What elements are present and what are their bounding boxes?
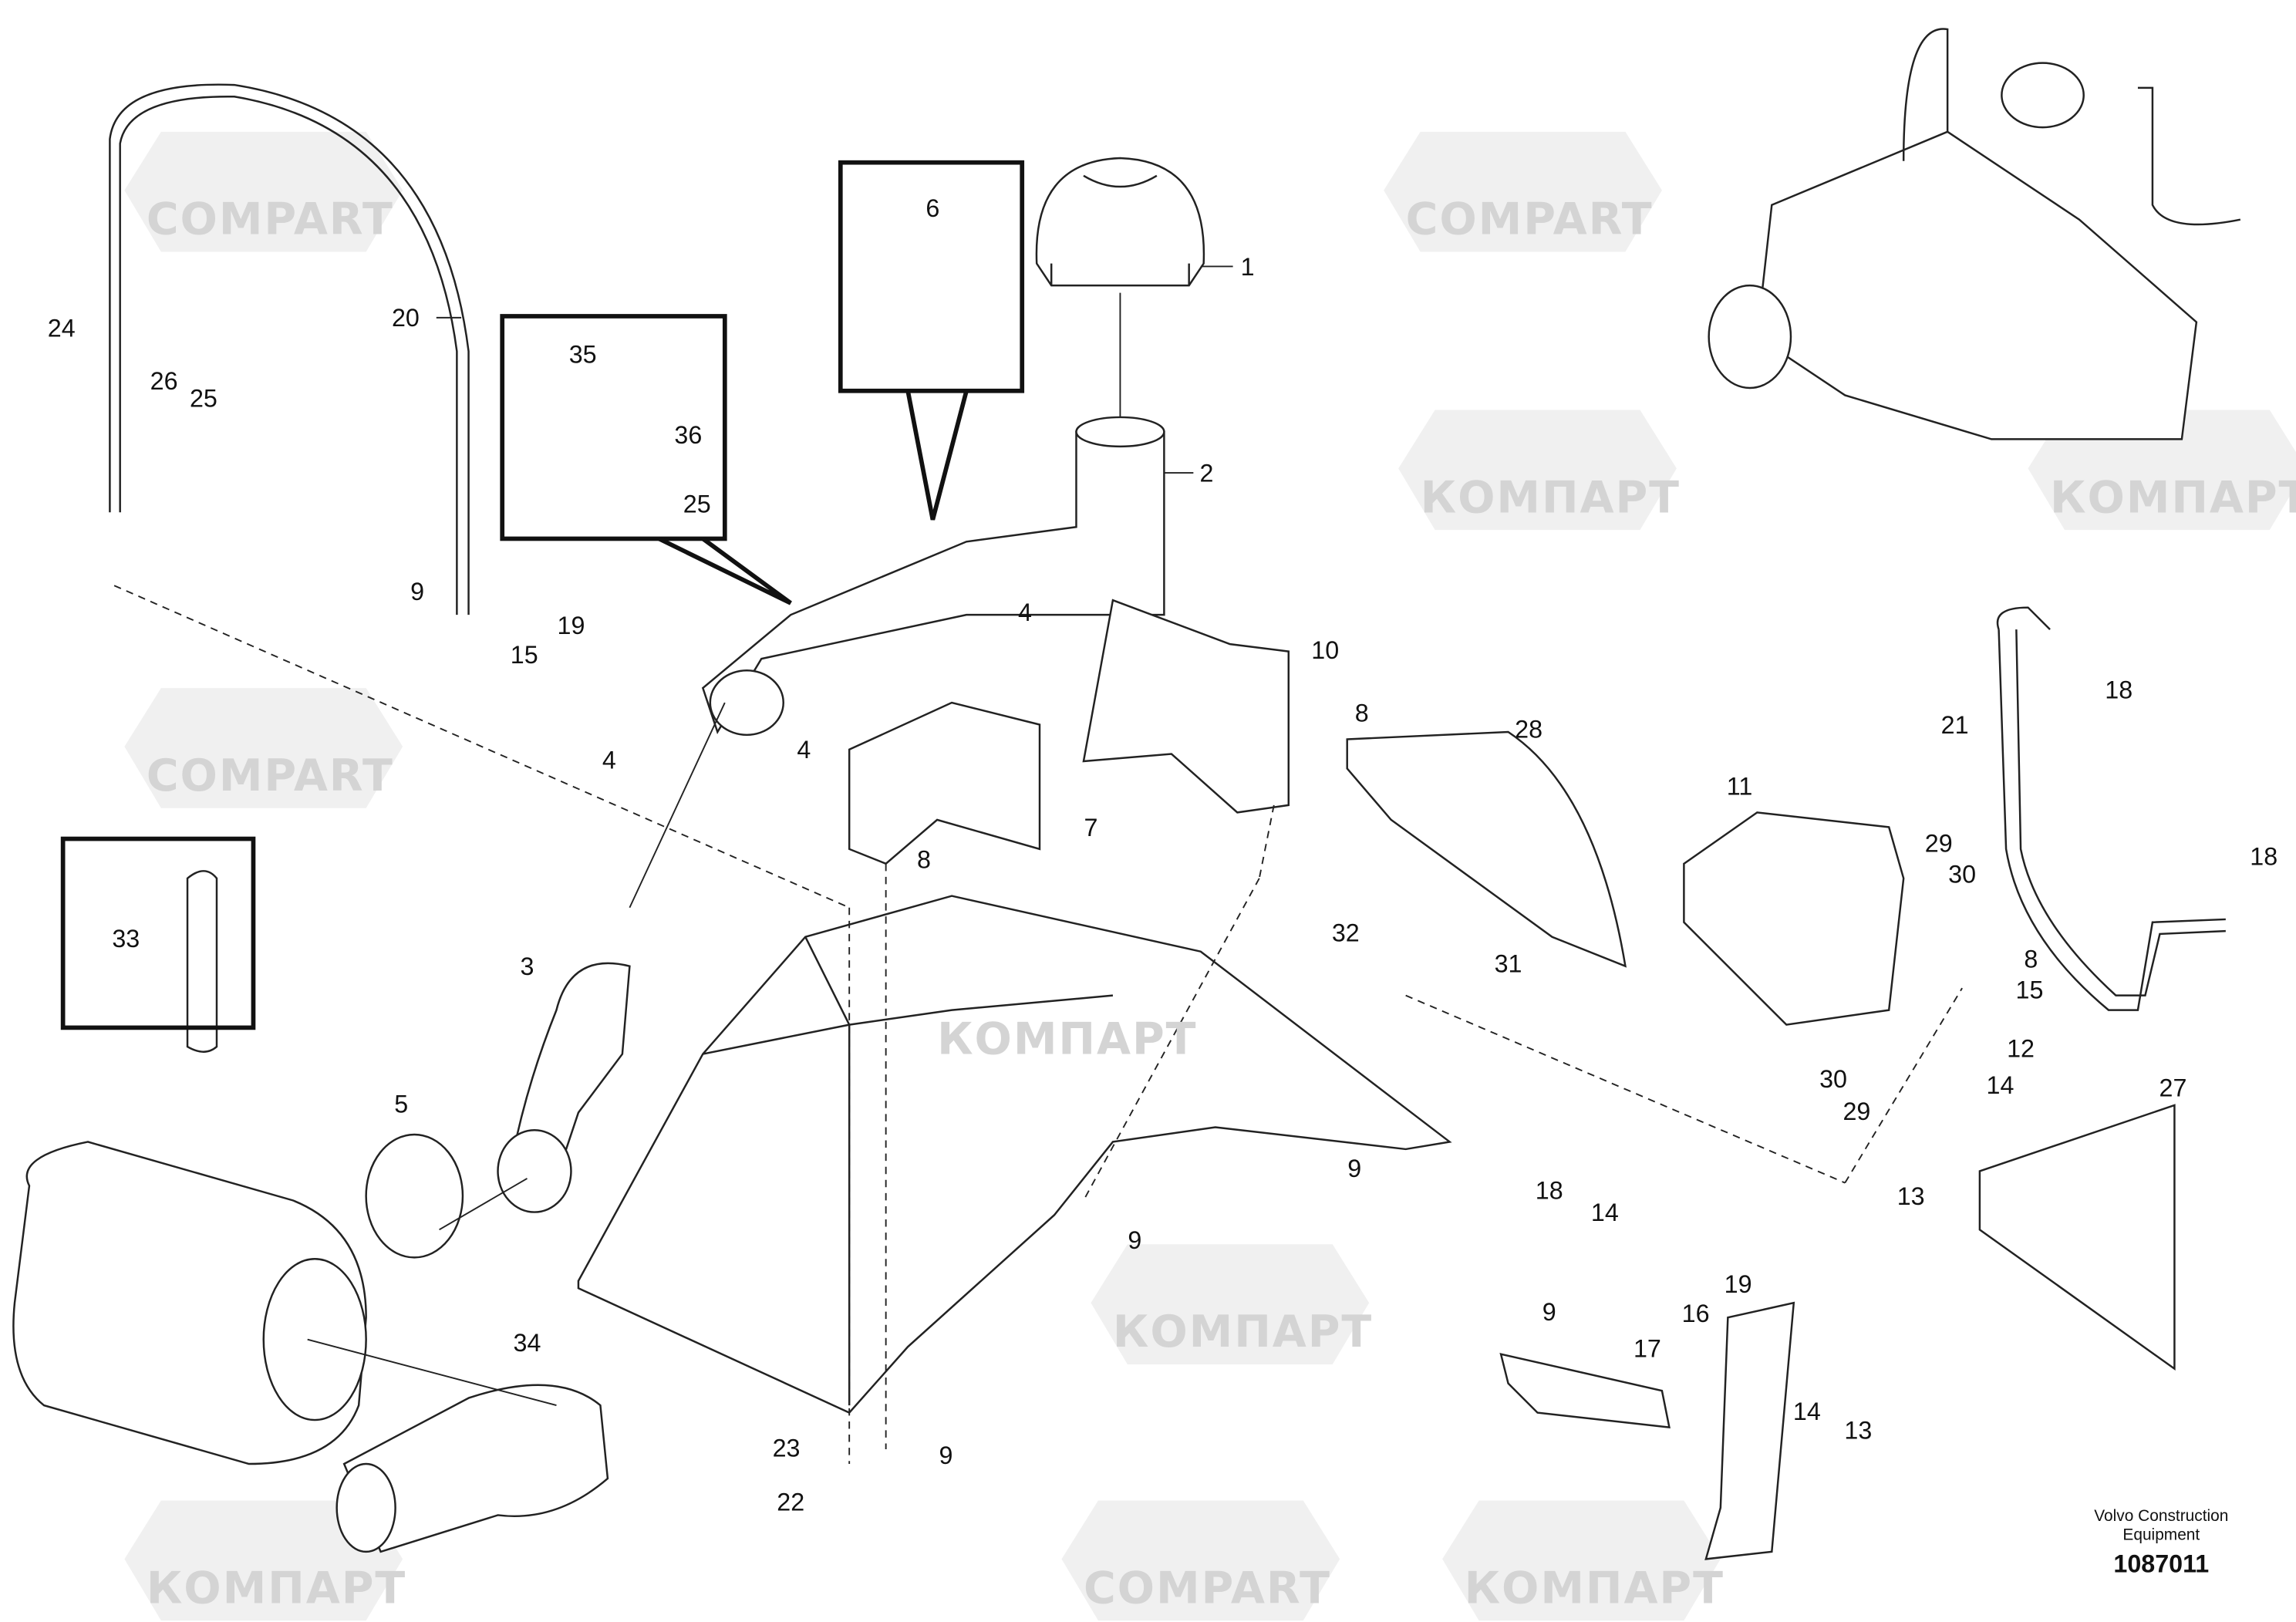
callout-4: 4 [797, 736, 811, 764]
callout-25: 25 [683, 490, 711, 518]
callout-19: 19 [1725, 1270, 1752, 1298]
shield-28 [1346, 730, 1627, 968]
company-name-line2: Equipment [2122, 1526, 2200, 1544]
detail-box-6 [838, 160, 1025, 393]
watermark-layer: COMPART COMPART КОМПАРТ КОМПАРТ COMPART КОМПА… [147, 194, 2296, 1614]
drawing-number: 1087011 [2113, 1549, 2209, 1577]
callout-33: 33 [112, 925, 140, 953]
parts-artwork [12, 28, 2241, 1560]
watermark-text: COMPART [1084, 1563, 1331, 1614]
callout-9: 9 [1542, 1298, 1556, 1326]
callout-2: 2 [1199, 459, 1213, 487]
watermark-text: COMPART [1406, 194, 1654, 245]
callout-30: 30 [1948, 861, 1976, 889]
callout-8: 8 [917, 846, 931, 874]
footer: Volvo Construction Equipment 1087011 [2094, 1507, 2228, 1577]
callout-14: 14 [1793, 1398, 1821, 1425]
callout-36: 36 [674, 421, 702, 449]
plate-33 [186, 870, 218, 1053]
callout-10: 10 [1311, 636, 1339, 664]
watermark-hex [1384, 131, 1662, 252]
watermark-text: КОМПАРТ [2050, 472, 2296, 523]
callout-8: 8 [2024, 946, 2038, 973]
watermark-hex [1061, 1500, 1340, 1621]
callout-8: 8 [1355, 700, 1369, 727]
outlet-pipe [342, 1384, 609, 1553]
callout-32: 32 [1332, 919, 1360, 946]
watermark-hex [1091, 1244, 1370, 1364]
elbow-3 [511, 962, 631, 1158]
watermark-hex [124, 131, 403, 252]
clamp-5 [365, 1133, 464, 1259]
callout-9: 9 [410, 578, 424, 605]
watermark-hex [1442, 1500, 1721, 1621]
callout-4: 4 [1018, 599, 1032, 626]
callout-19: 19 [558, 612, 585, 639]
callout-9: 9 [1128, 1226, 1141, 1254]
watermark-text: КОМПАРТ [937, 1014, 1197, 1065]
callout-4: 4 [602, 746, 616, 774]
callout-18: 18 [2250, 843, 2277, 871]
callout-5: 5 [394, 1090, 408, 1118]
callout-29: 29 [1925, 830, 1953, 858]
callout-18: 18 [1536, 1176, 1563, 1204]
handrail-21 [1996, 606, 2226, 1011]
callout-17: 17 [1633, 1334, 1661, 1362]
bracket-step [1704, 1301, 1795, 1560]
detail-box-33 [60, 836, 256, 1030]
watermark-hex [124, 688, 403, 808]
bracket-7 [848, 701, 1041, 865]
callout-14: 14 [1987, 1071, 2014, 1099]
callout-23: 23 [773, 1435, 801, 1462]
callout-27: 27 [2159, 1074, 2187, 1102]
callout-16: 16 [1682, 1300, 1710, 1327]
bracket-10 [1082, 599, 1290, 814]
overview-illustration [1708, 28, 2241, 440]
callout-20: 20 [392, 304, 420, 332]
watermark-hex [1398, 410, 1677, 531]
callout-26: 26 [150, 367, 178, 395]
callout-11: 11 [1727, 773, 1753, 801]
precleaner-cap [1035, 157, 1205, 287]
watermark-hex [124, 1500, 403, 1621]
callout-6: 6 [925, 194, 939, 222]
step-11 [1683, 811, 1905, 1026]
detail-box-35 [500, 314, 727, 541]
plate-27 [1978, 1104, 2176, 1371]
watermark-text: КОМПАРТ [1465, 1563, 1725, 1614]
callout-12: 12 [2007, 1034, 2035, 1062]
hood [577, 895, 1452, 1415]
hose-20 [109, 83, 470, 615]
callout-9: 9 [1347, 1155, 1361, 1182]
watermark-text: COMPART [147, 750, 394, 801]
callout-30: 30 [1819, 1065, 1847, 1093]
callout-15: 15 [2016, 976, 2044, 1003]
callout-3: 3 [521, 953, 534, 980]
step-17 [1499, 1353, 1671, 1428]
callout-22: 22 [777, 1489, 804, 1516]
callout-7: 7 [1084, 814, 1097, 841]
callout-35: 35 [569, 341, 597, 369]
callout-18: 18 [2105, 676, 2132, 703]
watermark-text: КОМПАРТ [147, 1563, 406, 1614]
callout-layer: 1244463536252024262591519108872811182118… [48, 194, 2277, 1516]
company-name-line1: Volvo Construction [2094, 1507, 2228, 1525]
callout-13: 13 [1844, 1417, 1872, 1445]
callout-15: 15 [511, 641, 538, 669]
callout-28: 28 [1515, 716, 1542, 744]
watermark-text: КОМПАРТ [1421, 472, 1681, 523]
callout-13: 13 [1897, 1182, 1925, 1210]
callout-14: 14 [1591, 1199, 1619, 1226]
watermark-text: COMPART [147, 194, 394, 245]
callout-24: 24 [48, 315, 76, 342]
callout-21: 21 [1941, 711, 1969, 739]
callout-34: 34 [514, 1329, 541, 1357]
watermark-text: КОМПАРТ [1113, 1307, 1373, 1357]
callout-9: 9 [939, 1442, 953, 1469]
callout-29: 29 [1843, 1098, 1870, 1125]
callout-25: 25 [190, 385, 217, 413]
intake-pipe [701, 430, 1165, 734]
callout-31: 31 [1495, 949, 1522, 977]
callout-1: 1 [1241, 253, 1255, 281]
